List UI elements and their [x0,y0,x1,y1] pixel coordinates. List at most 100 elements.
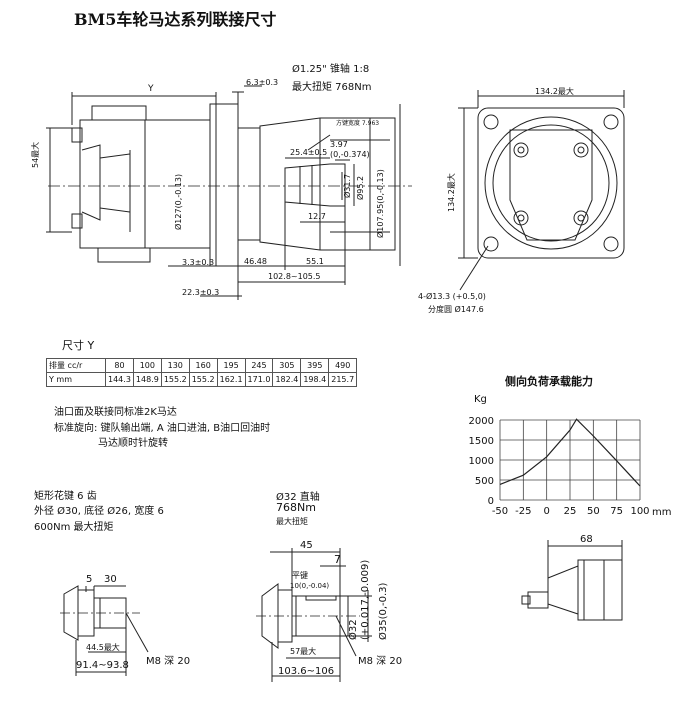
dim-22-3: 22.3±0.3 [182,288,220,297]
wheel-hub [259,117,396,251]
straight-key-tol: 10(0,-0.04) [290,582,330,590]
spline-dim-44-5: 44.5最大 [86,643,120,652]
spline-dim-91-4: 91.4~93.8 [76,660,129,671]
straight-dim-32-tol: (+0.017,-0.009) [360,559,371,640]
chart-y-tick: 1000 [469,456,494,467]
chart-y-tick: 2000 [469,416,494,427]
straight-dim-45: 45 [300,540,313,551]
straight-dim-7: 7 [334,553,341,566]
note-line-1: 油口面及联接同标准2K马达 [54,407,177,418]
chart-x-tick: 50 [587,506,600,517]
spline-dim-5: 5 [86,574,93,585]
chart-y-tick: 1500 [469,436,494,447]
dim-3-97: 3.97 [330,140,348,149]
dim-3-97-tol: (0,-0.374) [330,150,370,159]
dim-31-7: Ø31.7 [343,173,352,198]
port-left-1 [71,127,83,143]
table-cell: 160 [188,358,218,373]
flange-holes: 4-Ø13.3 (+0.5,0) [418,292,486,301]
spline-spec-2: 外径 Ø30, 底径 Ø26, 宽度 6 [34,506,164,517]
straight-dim-57: 57最大 [290,647,317,656]
chart-ylabel: Kg [474,394,487,405]
shaft-spec-label: Ø1.25" 锥轴 1:8 [292,64,370,75]
port-boss [509,129,593,241]
table-cell: 171.0 [244,372,274,387]
port-block-top [91,105,147,120]
straight-dim-32: Ø32 [348,619,359,640]
displacement-table: 排量 cc/r 80 100 130 160 195 245 305 395 4… [46,358,358,387]
table-cell: 148.9 [132,372,162,387]
page-title: BM5车轮马达系列联接尺寸 [74,10,277,29]
straight-dim-35: Ø35(0,-0.3) [378,582,389,640]
table-cell: 395 [300,358,330,373]
straight-key: 平键 [292,571,308,580]
mounting-flange [209,103,239,267]
dim-6-3: 6.3±0.3 [246,78,279,87]
chart-xlabel: mm [652,507,671,518]
table-cell: 490 [328,358,358,373]
chart-x-tick: 25 [564,506,577,517]
table-cell: 215.7 [328,372,358,387]
straight-thread: M8 深 20 [358,656,403,667]
spline-thread: M8 深 20 [146,656,191,667]
table-cell: 155.2 [188,372,218,387]
motor-side-view [71,103,396,267]
dim-95-2: Ø95.2 [356,175,365,200]
table-row-label: 排量 cc/r [46,358,106,373]
chart-series-line [499,418,641,487]
tapered-shaft [284,163,346,207]
chart-y-tick: 500 [475,476,494,487]
square-flange [477,107,625,259]
spline-dim-30: 30 [104,574,117,585]
table-cell: 198.4 [300,372,330,387]
table-cell: 245 [244,358,274,373]
table-cell: 144.3 [105,372,134,387]
flange-height: 134.2最大 [447,173,456,212]
port-left-2 [71,213,83,229]
table-row: Y mm 144.3 148.9 155.2 155.2 162.1 171.0… [46,372,358,387]
port-block-bottom [97,248,151,263]
table-row: 排量 cc/r 80 100 130 160 195 245 305 395 4… [46,358,358,373]
straight-torque: 768Nm [276,501,316,514]
dim-25-4: 25.4±0.5 [290,148,328,157]
table-row-label: Y mm [46,372,106,387]
note-line-3: 马达顺时针旋转 [98,438,168,449]
dim-55-1: 55.1 [306,257,324,266]
chart-x-tick: 75 [610,506,623,517]
straight-torque-label: 最大扭矩 [276,517,308,526]
flange-width: 134.2最大 [535,87,574,96]
table-cell: 80 [105,358,134,373]
chart-x-tick: -50 [492,506,508,517]
straight-spec: Ø32 直轴 [276,492,320,503]
table-cell: 130 [160,358,190,373]
chart-x-tick: -25 [515,506,531,517]
dim-12-7: 12.7 [308,212,326,221]
chart-y-tick: 0 [488,496,494,507]
spline-spec-1: 矩形花键 6 齿 [34,491,97,502]
dim-46-48: 46.48 [244,257,267,266]
note-line-2: 标准旋向: 键队输出端, A 油口进油, B油口回油时 [54,423,271,434]
load-chart: 侧向负荷承载能力 Kg mm 2000 1500 1000 500 0 -50 -25 0 2… [469,374,672,518]
table-caption: 尺寸 Y [62,339,95,352]
table-cell: 100 [132,358,162,373]
dim-key: 方键宽度 7.963 [336,120,380,127]
dim-127: Ø127(0,-0.13) [174,173,183,230]
spline-torque: 600Nm 最大扭矩 [34,522,114,533]
motor-side-small [521,559,623,621]
table-cell: 155.2 [160,372,190,387]
flange-pcd: 分度圆 Ø147.6 [428,305,484,314]
chart-x-tick: 0 [543,506,549,517]
dim-54: 54最大 [31,141,40,168]
max-torque-label: 最大扭矩 768Nm [292,82,372,93]
table-cell: 195 [216,358,246,373]
dim-y: Y [148,84,154,94]
dim-102-8: 102.8~105.5 [268,272,321,281]
dim-3-3: 3.3±0.3 [182,258,215,267]
chart-x-tick: 100 [630,506,649,517]
table-cell: 182.4 [272,372,302,387]
chart-title: 侧向负荷承载能力 [505,374,593,388]
table-cell: 162.1 [216,372,246,387]
straight-dim-103-6: 103.6~106 [278,666,335,677]
dim-107-95: Ø107.95(0,-0.13) [376,169,385,238]
